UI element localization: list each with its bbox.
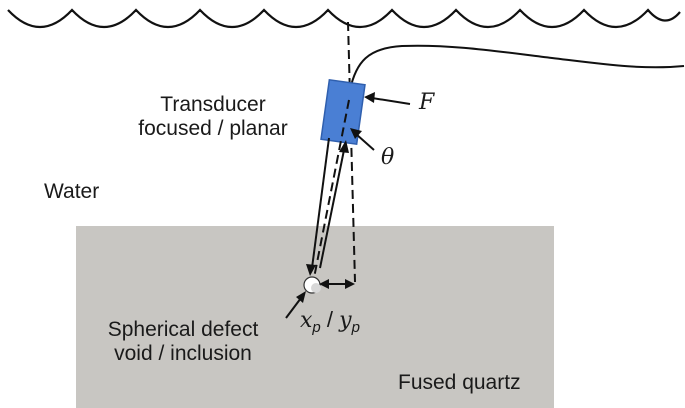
incident-wave-arrow (311, 137, 330, 269)
focal-pointer-arrowhead (364, 92, 375, 103)
offset-arrowhead-right (345, 279, 355, 289)
transducer (320, 78, 366, 146)
angle-pointer-arrowhead (350, 128, 362, 139)
transducer-label-line1: Transducer (160, 93, 266, 116)
reflected-wave-arrowhead (339, 140, 349, 153)
defect-pointer-line (285, 297, 302, 319)
focal-point-symbol: F (419, 90, 435, 115)
transducer-label-line2: focused / planar (138, 117, 288, 140)
vertical-reference-line (347, 21, 356, 283)
reflected-wave-arrow (319, 149, 345, 269)
defect-label-line1: Spherical defect (107, 318, 259, 341)
fused-quartz-block (76, 226, 554, 408)
water-surface-wave (7, 8, 681, 29)
angle-symbol: θ (381, 145, 395, 170)
transducer-cable (349, 44, 685, 91)
angle-pointer-line (355, 133, 375, 151)
offset-separator: / (326, 307, 340, 332)
beam-axis-line (313, 99, 350, 279)
defect-label-line2: void / inclusion (114, 342, 252, 365)
incident-wave-arrowhead (306, 264, 316, 276)
offset-x-subscript: p (312, 319, 321, 336)
offset-y-subscript: p (351, 319, 360, 336)
offset-x-symbol: x (300, 308, 313, 333)
defect-pointer-arrowhead (296, 291, 306, 303)
transducer-label: Transducer focused / planar (128, 93, 298, 141)
offset-arrowhead-left (319, 279, 329, 289)
fused-quartz-label: Fused quartz (398, 371, 521, 394)
defect-shadow (311, 283, 321, 293)
offset-label: xp / yp (300, 308, 360, 340)
offset-y-symbol: y (339, 308, 352, 333)
defect-label: Spherical defect void / inclusion (84, 318, 282, 366)
water-label: Water (44, 180, 100, 203)
focal-pointer-line (371, 97, 411, 105)
